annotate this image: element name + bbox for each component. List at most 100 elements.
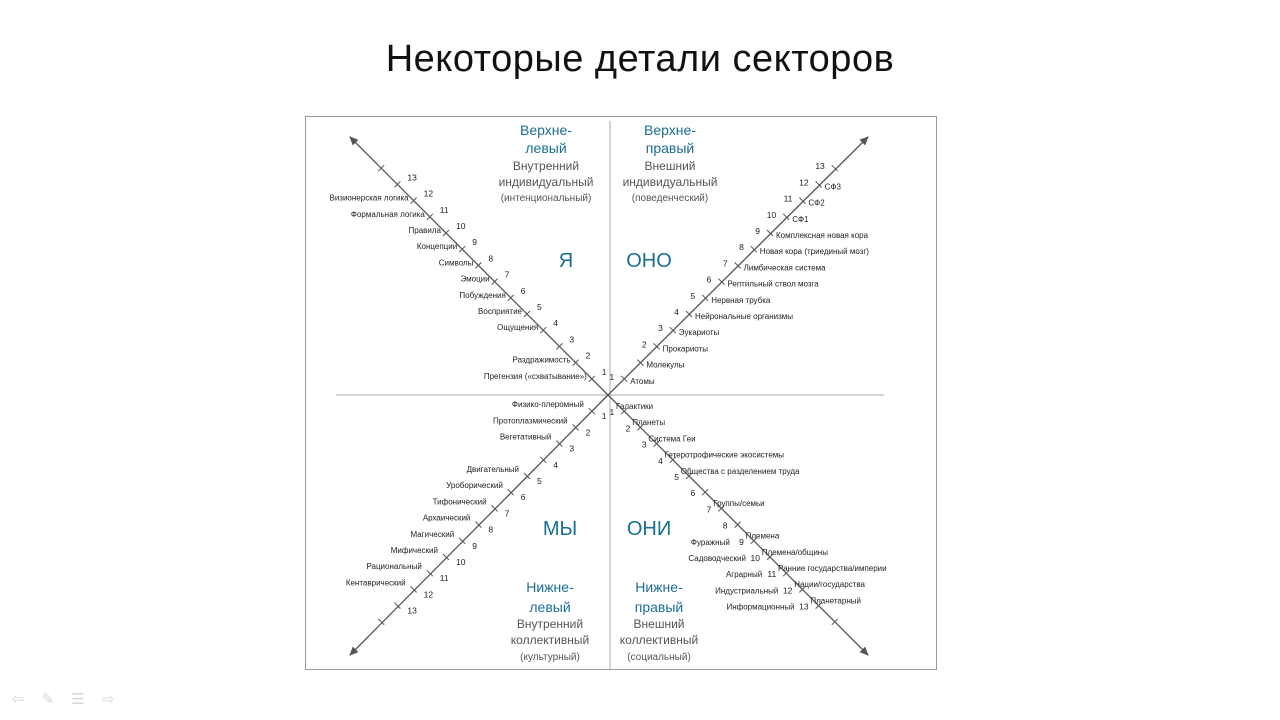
axis-tick xyxy=(685,310,693,318)
ll-sub-3: (культурный) xyxy=(520,652,580,663)
axis-tick xyxy=(669,326,677,334)
axis-tick xyxy=(410,586,417,593)
lr-level-number: 9 xyxy=(739,537,744,547)
axis-tick xyxy=(766,229,774,237)
axis-tick xyxy=(523,472,531,480)
lr-sub-1: Внешний xyxy=(634,617,685,631)
ul-level-number: 6 xyxy=(521,286,526,296)
axis-tick xyxy=(637,359,644,366)
ul-level-label: Визионерская логика xyxy=(329,194,409,203)
axis-tick xyxy=(750,245,758,253)
ul-level-label: Формальная логика xyxy=(351,210,425,219)
axis-tick xyxy=(507,294,515,302)
axis-tick xyxy=(766,553,774,561)
lr-level-label: Система Геи xyxy=(648,434,695,443)
ur-level-number: 8 xyxy=(739,242,744,252)
ul-level-label: Эмоции xyxy=(460,275,489,284)
lr-level-label: Племена xyxy=(746,532,780,541)
ur-level-label: СФ1 xyxy=(792,215,809,224)
axis-tick xyxy=(442,553,450,561)
axis-lower-right xyxy=(607,394,869,656)
axis-upper-left xyxy=(349,136,609,396)
ll-level-label: Рациональный xyxy=(366,562,421,571)
ur-level-number: 9 xyxy=(755,226,760,236)
lr-heading-1: Нижне- xyxy=(635,579,683,595)
ur-level-label: Новая кора (триединый мозг) xyxy=(760,247,870,256)
ul-level-number: 9 xyxy=(472,237,477,247)
lr-level-label: Планеты xyxy=(632,418,665,427)
lr-sub-2: коллективный xyxy=(620,633,698,647)
axis-tick xyxy=(734,262,741,269)
lr-level-label: Гетеротрофические экосистемы xyxy=(665,451,785,460)
lr-level-number: 11 xyxy=(767,569,776,579)
lr-level-label: Общества с разделением труда xyxy=(681,467,800,476)
axis-tick xyxy=(685,472,693,480)
ul-level-number: 13 xyxy=(407,172,417,182)
ll-level-number: 4 xyxy=(553,460,558,470)
axis-tick xyxy=(750,537,758,545)
ur-level-label: Прокариоты xyxy=(663,344,709,353)
pen-icon[interactable]: ✎ xyxy=(41,690,55,708)
ll-sub-1: Внутренний xyxy=(517,617,583,631)
lr-level-number: 10 xyxy=(751,553,761,563)
ul-level-number: 11 xyxy=(440,205,449,215)
ll-level-number: 2 xyxy=(586,427,591,437)
ul-sub-1: Внутренний xyxy=(513,159,579,173)
ul-level-number: 5 xyxy=(537,302,542,312)
ul-level-number: 2 xyxy=(586,351,591,361)
axis-tick xyxy=(426,213,434,221)
ur-sub-1: Внешний xyxy=(645,159,696,173)
ll-level-number: 6 xyxy=(521,492,526,502)
ul-level-label: Раздражимость xyxy=(513,356,571,365)
ll-level-label: Уроборический xyxy=(446,481,503,490)
ll-level-label: Архаический xyxy=(423,514,471,523)
lr-level-label: Нации/государства xyxy=(794,580,865,589)
ll-level-number: 12 xyxy=(424,589,434,599)
lr-level-number: 1 xyxy=(609,407,614,417)
ul-sub-3: (интенциональный) xyxy=(501,193,592,204)
ur-sub-3: (поведенческий) xyxy=(632,193,708,204)
ur-level-label: СФ2 xyxy=(808,199,825,208)
axis-tick xyxy=(572,359,579,366)
lr-level-number: 4 xyxy=(658,456,663,466)
ul-level-label: Восприятие xyxy=(478,307,523,316)
ur-level-label: Лимбическая система xyxy=(744,263,826,272)
axis-tick xyxy=(458,245,466,253)
prev-icon[interactable]: ⇦ xyxy=(11,690,25,708)
lr-level-number: 7 xyxy=(707,504,712,514)
axis-tick xyxy=(377,618,385,626)
axis-tick xyxy=(620,407,628,415)
lr-level-number: 3 xyxy=(642,440,647,450)
axis-tick xyxy=(734,521,741,528)
axis-tick xyxy=(815,602,822,609)
ul-heading-1: Верхне- xyxy=(520,122,572,138)
menu-icon[interactable]: ☰ xyxy=(71,690,85,708)
axis-tick xyxy=(426,569,434,577)
ll-level-number: 13 xyxy=(407,606,417,616)
ul-level-label: Концепции xyxy=(417,242,457,251)
lr-economy-label: Фуражный xyxy=(691,538,730,547)
ur-heading-1: Верхне- xyxy=(644,122,696,138)
axis-ticks xyxy=(377,164,839,626)
axis-tick xyxy=(491,505,498,512)
axis-tick xyxy=(523,310,531,318)
axis-tick xyxy=(394,181,401,188)
ll-level-number: 1 xyxy=(602,411,607,421)
ur-level-label: Эукариоты xyxy=(679,328,720,337)
axis-tick xyxy=(556,440,563,447)
ur-level-number: 6 xyxy=(707,275,712,285)
ur-heading-2: правый xyxy=(646,140,694,156)
axis-tick xyxy=(491,278,498,285)
axis-tick xyxy=(475,262,482,269)
ll-level-number: 10 xyxy=(456,557,466,567)
ur-level-number: 10 xyxy=(767,210,777,220)
ll-level-number: 9 xyxy=(472,541,477,551)
axis-tick xyxy=(718,505,725,512)
next-icon[interactable]: ⇨ xyxy=(101,690,115,708)
ll-level-label: Кентаврический xyxy=(346,578,406,587)
lr-level-label: Галактики xyxy=(616,402,653,411)
ll-heading-1: Нижне- xyxy=(526,579,574,595)
lr-level-label: Племена/общины xyxy=(762,548,828,557)
ul-level-label: Побуждения xyxy=(459,291,505,300)
